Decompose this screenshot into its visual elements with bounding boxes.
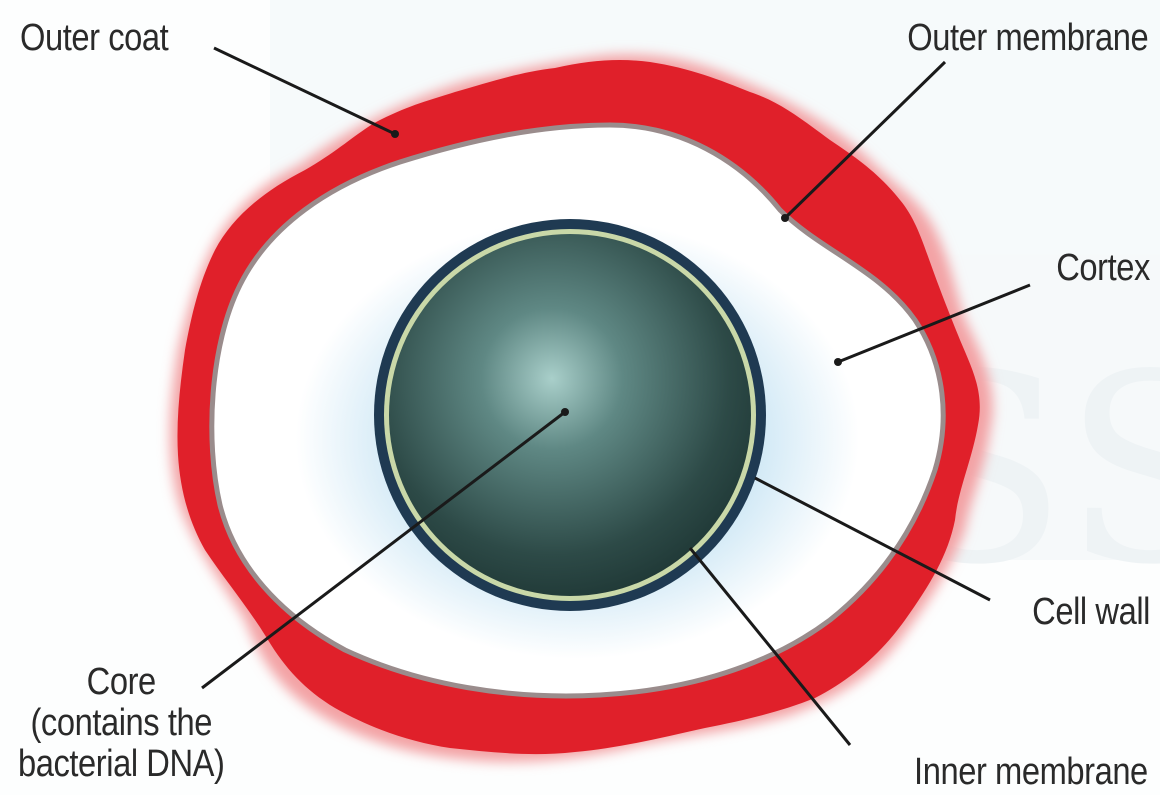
label-cortex: Cortex <box>1056 248 1150 288</box>
label-core-line3: bacterial DNA) <box>18 744 224 785</box>
label-core-line1: Core <box>18 662 224 703</box>
label-core-line2: (contains the <box>18 703 224 744</box>
label-inner-membrane: Inner membrane <box>914 752 1148 792</box>
core-shape <box>389 234 751 596</box>
label-core: Core (contains the bacterial DNA) <box>18 662 224 785</box>
label-outer-membrane: Outer membrane <box>907 18 1148 58</box>
label-cell-wall: Cell wall <box>1032 592 1150 632</box>
label-outer-coat: Outer coat <box>20 18 168 58</box>
